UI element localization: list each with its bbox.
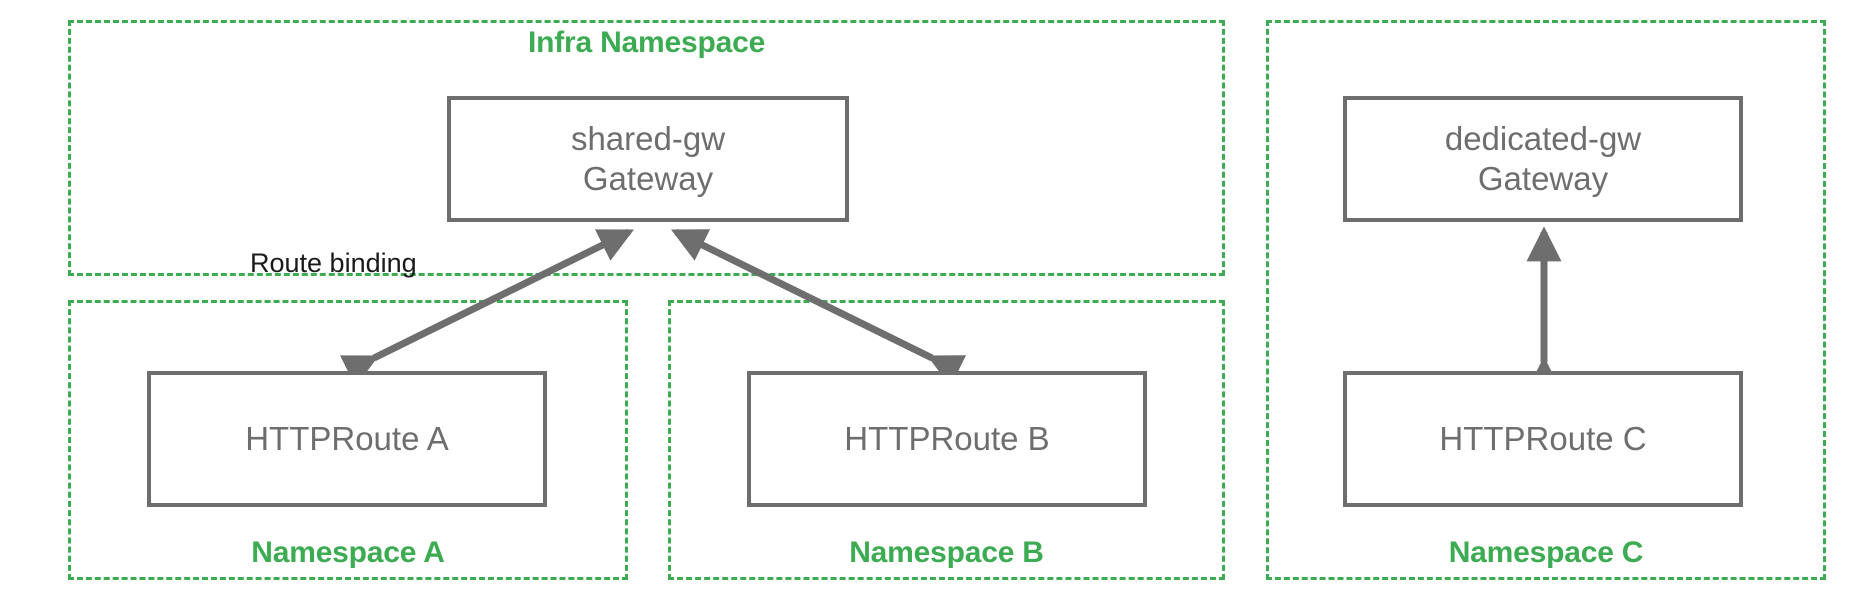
node-httproute-a-label: HTTPRoute A xyxy=(245,419,449,457)
namespace-label-b: Namespace B xyxy=(849,536,1044,569)
edge-label-route-binding: Route binding xyxy=(250,248,417,278)
namespace-label-a: Namespace A xyxy=(251,536,445,569)
node-httproute-b[interactable]: HTTPRoute B xyxy=(747,371,1147,507)
namespace-label-infra: Infra Namespace xyxy=(527,26,766,59)
node-httproute-a[interactable]: HTTPRoute A xyxy=(147,371,547,507)
node-dedicated-gw-label-line1: dedicated-gw xyxy=(1444,119,1642,157)
namespace-group-infra xyxy=(68,20,1225,276)
node-httproute-c-label: HTTPRoute C xyxy=(1439,419,1647,457)
node-httproute-b-label: HTTPRoute B xyxy=(844,419,1050,457)
node-httproute-c[interactable]: HTTPRoute C xyxy=(1343,371,1743,507)
node-dedicated-gw-gateway[interactable]: dedicated-gw Gateway xyxy=(1343,96,1743,222)
namespace-group-c xyxy=(1266,20,1826,580)
node-shared-gw-gateway[interactable]: shared-gw Gateway xyxy=(447,96,849,222)
node-shared-gw-label-line1: shared-gw xyxy=(570,119,726,157)
node-dedicated-gw-label-line2: Gateway xyxy=(1477,160,1609,197)
node-shared-gw-label-line2: Gateway xyxy=(582,160,714,197)
namespace-label-c: Namespace C xyxy=(1448,536,1644,569)
